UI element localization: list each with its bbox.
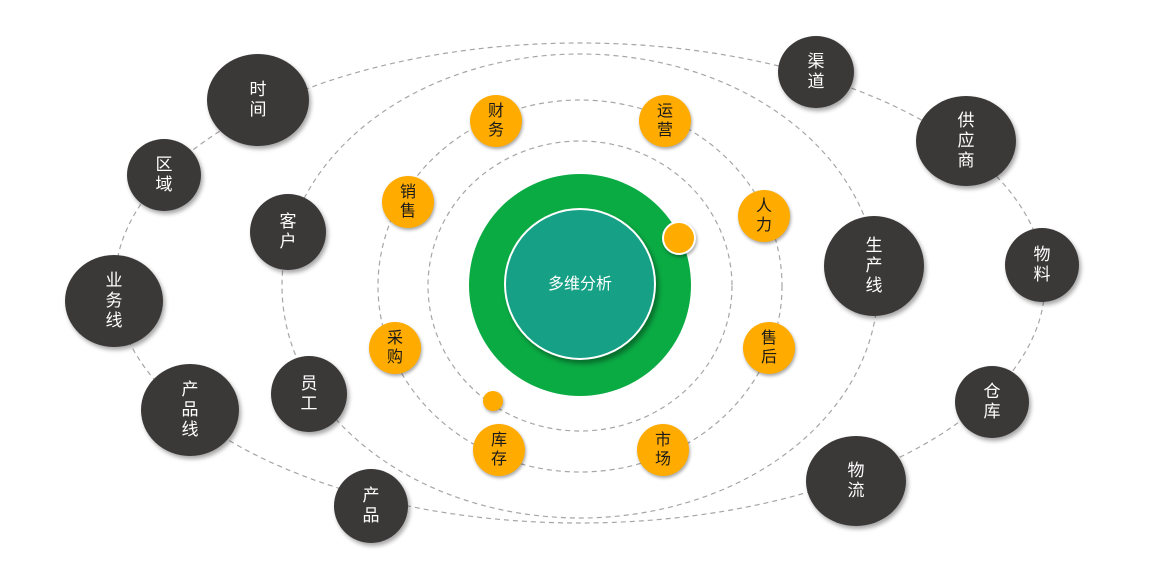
- outer-node-label: 产 品 线: [181, 379, 199, 441]
- outer-node-product[interactable]: 产 品: [334, 469, 408, 543]
- inner-node-hr[interactable]: 人 力: [738, 190, 790, 242]
- middle-node-label: 员 工: [300, 373, 318, 414]
- outer-node-channel[interactable]: 渠 道: [778, 36, 854, 108]
- middle-node-staff[interactable]: 员 工: [271, 356, 347, 432]
- inner-node-label: 库 存: [490, 430, 507, 468]
- inner-node-inventory[interactable]: 库 存: [473, 424, 525, 476]
- outer-node-supplier[interactable]: 供 应 商: [916, 96, 1016, 186]
- outer-node-label: 业 务 线: [105, 270, 123, 332]
- inner-node-label: 采 购: [386, 328, 403, 366]
- middle-node-label: 客 户: [279, 211, 297, 252]
- outer-node-label: 物 料: [1033, 244, 1051, 285]
- inner-node-label: 运 营: [656, 101, 673, 139]
- outer-node-logistics[interactable]: 物 流: [806, 436, 906, 526]
- outer-node-material[interactable]: 物 料: [1005, 228, 1079, 302]
- orbit-innermost: [427, 140, 733, 432]
- outer-node-time[interactable]: 时 间: [207, 54, 309, 146]
- outer-node-business-line[interactable]: 业 务 线: [65, 255, 163, 347]
- decorative-dot-small: [483, 391, 503, 411]
- inner-node-label: 市 场: [654, 430, 671, 468]
- outer-node-label: 物 流: [847, 460, 865, 501]
- outer-node-product-line[interactable]: 产 品 线: [141, 364, 239, 456]
- outer-node-label: 供 应 商: [957, 110, 975, 172]
- inner-node-procurement[interactable]: 采 购: [369, 322, 421, 374]
- inner-node-label: 人 力: [755, 196, 772, 234]
- outer-node-label: 时 间: [249, 79, 267, 120]
- inner-node-label: 财 务: [487, 101, 504, 139]
- center-label: 多维分析: [547, 273, 612, 293]
- outer-node-label: 渠 道: [807, 51, 825, 92]
- inner-node-operations[interactable]: 运 营: [639, 95, 691, 147]
- middle-node-customer[interactable]: 客 户: [250, 194, 326, 270]
- inner-node-label: 售 后: [760, 328, 777, 366]
- inner-node-finance[interactable]: 财 务: [470, 95, 522, 147]
- outer-node-region[interactable]: 区 域: [127, 139, 201, 211]
- inner-node-market[interactable]: 市 场: [637, 424, 689, 476]
- inner-node-after-sales[interactable]: 售 后: [743, 322, 795, 374]
- orbit-inner: [377, 99, 783, 473]
- inner-node-sales[interactable]: 销 售: [382, 176, 434, 228]
- middle-node-label: 生 产 线: [865, 235, 883, 297]
- outer-node-label: 仓 库: [983, 381, 1001, 422]
- decorative-dot-large: [662, 221, 696, 255]
- inner-node-label: 销 售: [399, 182, 416, 220]
- outer-node-label: 产 品: [362, 485, 380, 526]
- middle-node-production-line[interactable]: 生 产 线: [824, 216, 924, 316]
- outer-node-warehouse[interactable]: 仓 库: [955, 366, 1029, 438]
- center-node[interactable]: 多维分析: [504, 208, 656, 360]
- outer-node-label: 区 域: [155, 154, 173, 195]
